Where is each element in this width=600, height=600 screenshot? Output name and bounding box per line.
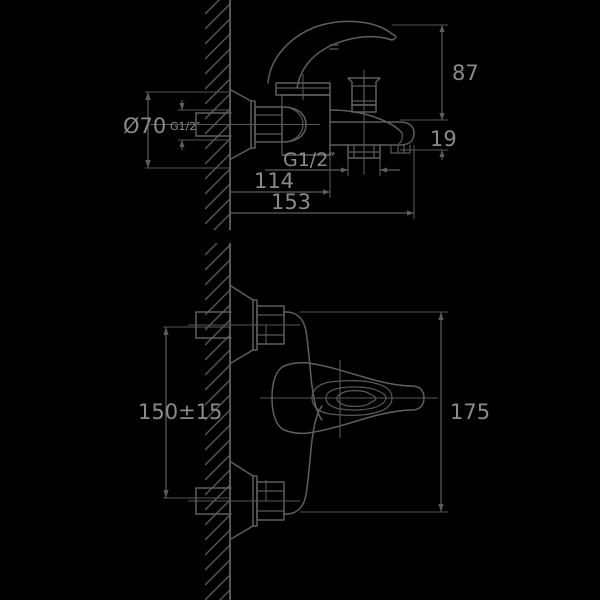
- dimension-thread-outlet-label: G1/2″: [283, 149, 335, 171]
- dimension-diameter-70-label: Ø70: [123, 114, 166, 138]
- dimension-height-87-label: 87: [452, 61, 479, 85]
- dimension-width-175-label: 175: [450, 400, 490, 424]
- spout-top-profile-side: [329, 109, 403, 134]
- dimension-height-19: 19: [400, 112, 457, 160]
- dimension-centers-150-label: 150±15: [138, 400, 222, 424]
- dimension-length-153-label: 153: [271, 190, 311, 214]
- dimension-height-19-label: 19: [430, 127, 457, 151]
- dimension-diameter-70: Ø70: [123, 91, 230, 169]
- dimension-length-114: 114: [230, 155, 331, 198]
- dimension-centers-150: 150±15: [138, 326, 230, 499]
- dimension-width-175: 175: [300, 311, 490, 513]
- dimension-length-114-label: 114: [254, 169, 294, 193]
- spout-body-side: [329, 121, 415, 146]
- spout-nose-side: [398, 132, 403, 145]
- dimension-thread-outlet: G1/2″: [265, 149, 400, 176]
- lever-handle-outline-front: [271, 361, 425, 435]
- dimension-thread-inlet: G1/2″: [170, 100, 230, 150]
- wall-hatching-top: [205, 0, 231, 230]
- side-view-group: Ø70 G1/2″ G1/2″ 114: [123, 0, 479, 230]
- dimension-height-87: 87: [392, 24, 479, 120]
- body-left-profile-lower-front: [283, 405, 323, 515]
- dimension-thread-inlet-label: G1/2″: [170, 120, 200, 133]
- front-view-group: 150±15 175: [138, 243, 490, 600]
- lever-handle-tip-side: [391, 33, 397, 41]
- lever-handle-upper-side: [267, 20, 393, 84]
- cartridge-hub-side: [275, 82, 331, 96]
- lever-handle-lower-side: [296, 35, 393, 89]
- dimension-length-153: 153: [230, 145, 415, 219]
- aerator-detail-side: [390, 144, 411, 154]
- body-left-profile-upper-front: [283, 311, 323, 421]
- wall-hatching-bottom: [205, 243, 231, 600]
